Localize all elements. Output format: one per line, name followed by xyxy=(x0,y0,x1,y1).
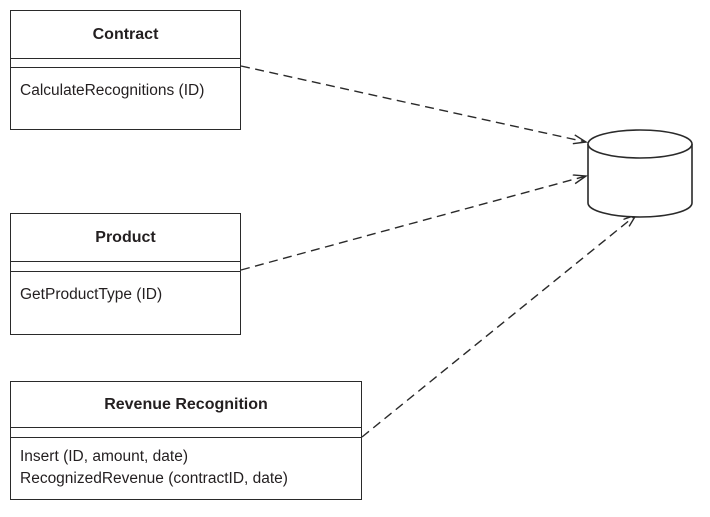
class-title-product: Product xyxy=(11,214,240,262)
dependency-arrow-product-to-database xyxy=(240,176,586,271)
methods-compartment-product: GetProductType (ID) xyxy=(11,272,240,334)
class-title-contract: Contract xyxy=(11,11,240,59)
database-cylinder-body xyxy=(587,144,693,218)
method-label: GetProductType (ID) xyxy=(20,286,163,303)
method-label: CalculateRecognitions (ID) xyxy=(20,82,205,99)
method-label: RecognizedRevenue (contractID, date) xyxy=(20,470,288,487)
attributes-compartment-revenue-recognition xyxy=(11,428,361,438)
dependency-arrow-revenue-recognition-to-database xyxy=(361,215,636,438)
methods-compartment-contract: CalculateRecognitions (ID) xyxy=(11,68,240,129)
class-box-revenue-recognition: Revenue Recognition Insert (ID, amount, … xyxy=(10,381,362,500)
class-box-contract: Contract CalculateRecognitions (ID) xyxy=(10,10,241,130)
dependency-arrow-contract-to-database xyxy=(240,65,586,142)
attributes-compartment-product xyxy=(11,262,240,272)
database-cylinder-top xyxy=(587,129,693,159)
attributes-compartment-contract xyxy=(11,59,240,68)
database-cylinder xyxy=(587,129,693,218)
methods-compartment-revenue-recognition: Insert (ID, amount, date) RecognizedReve… xyxy=(11,438,361,499)
class-box-product: Product GetProductType (ID) xyxy=(10,213,241,335)
class-title-revenue-recognition: Revenue Recognition xyxy=(11,382,361,428)
method-label: Insert (ID, amount, date) xyxy=(20,448,188,465)
